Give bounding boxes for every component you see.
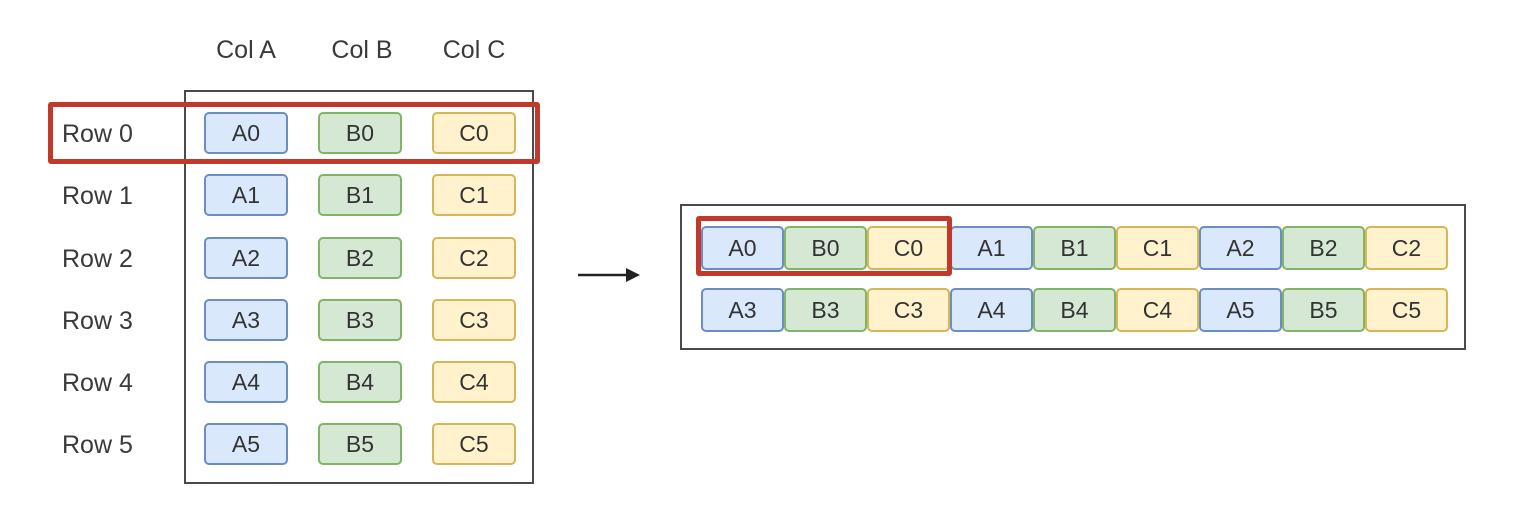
- table-cell: A3: [204, 299, 288, 341]
- memory-cell: A5: [1199, 288, 1282, 332]
- memory-cell: B0: [784, 226, 867, 270]
- table-cell: A0: [204, 112, 288, 154]
- table-cell: C1: [432, 174, 516, 216]
- memory-cell: B1: [1033, 226, 1116, 270]
- table-cell: B5: [318, 423, 402, 465]
- flattened-row-0-highlight: [696, 216, 952, 276]
- table-cell: A2: [204, 237, 288, 279]
- table-cell: B1: [318, 174, 402, 216]
- table-cell: B4: [318, 361, 402, 403]
- memory-cell: C5: [1365, 288, 1448, 332]
- right-arrow-icon: [578, 268, 640, 282]
- memory-cell: B5: [1282, 288, 1365, 332]
- table-frame: [184, 90, 534, 484]
- memory-cell: A3: [701, 288, 784, 332]
- memory-cell: A4: [950, 288, 1033, 332]
- table-cell: C4: [432, 361, 516, 403]
- memory-cell: B4: [1033, 288, 1116, 332]
- memory-cell: B2: [1282, 226, 1365, 270]
- row-label: Row 1: [62, 182, 133, 210]
- table-cell: C5: [432, 423, 516, 465]
- row-label: Row 2: [62, 245, 133, 273]
- table-cell: B3: [318, 299, 402, 341]
- flattened-memory-frame: [680, 204, 1466, 350]
- table-cell: B2: [318, 237, 402, 279]
- table-cell: A1: [204, 174, 288, 216]
- memory-cell: A0: [701, 226, 784, 270]
- table-cell: C3: [432, 299, 516, 341]
- memory-cell: C0: [867, 226, 950, 270]
- table-cell: A5: [204, 423, 288, 465]
- table-cell: C0: [432, 112, 516, 154]
- row-label: Row 3: [62, 307, 133, 335]
- memory-cell: B3: [784, 288, 867, 332]
- row-label: Row 4: [62, 369, 133, 397]
- memory-cell: C2: [1365, 226, 1448, 270]
- memory-cell: C3: [867, 288, 950, 332]
- column-header: Col A: [216, 36, 276, 64]
- memory-cell: C1: [1116, 226, 1199, 270]
- memory-cell: A1: [950, 226, 1033, 270]
- table-cell: B0: [318, 112, 402, 154]
- column-header: Col C: [442, 36, 506, 64]
- table-cell: C2: [432, 237, 516, 279]
- memory-cell: C4: [1116, 288, 1199, 332]
- row-label: Row 5: [62, 431, 133, 459]
- table-cell: A4: [204, 361, 288, 403]
- row-0-highlight: [48, 102, 540, 164]
- memory-cell: A2: [1199, 226, 1282, 270]
- column-header: Col B: [331, 36, 393, 64]
- row-label: Row 0: [62, 120, 133, 148]
